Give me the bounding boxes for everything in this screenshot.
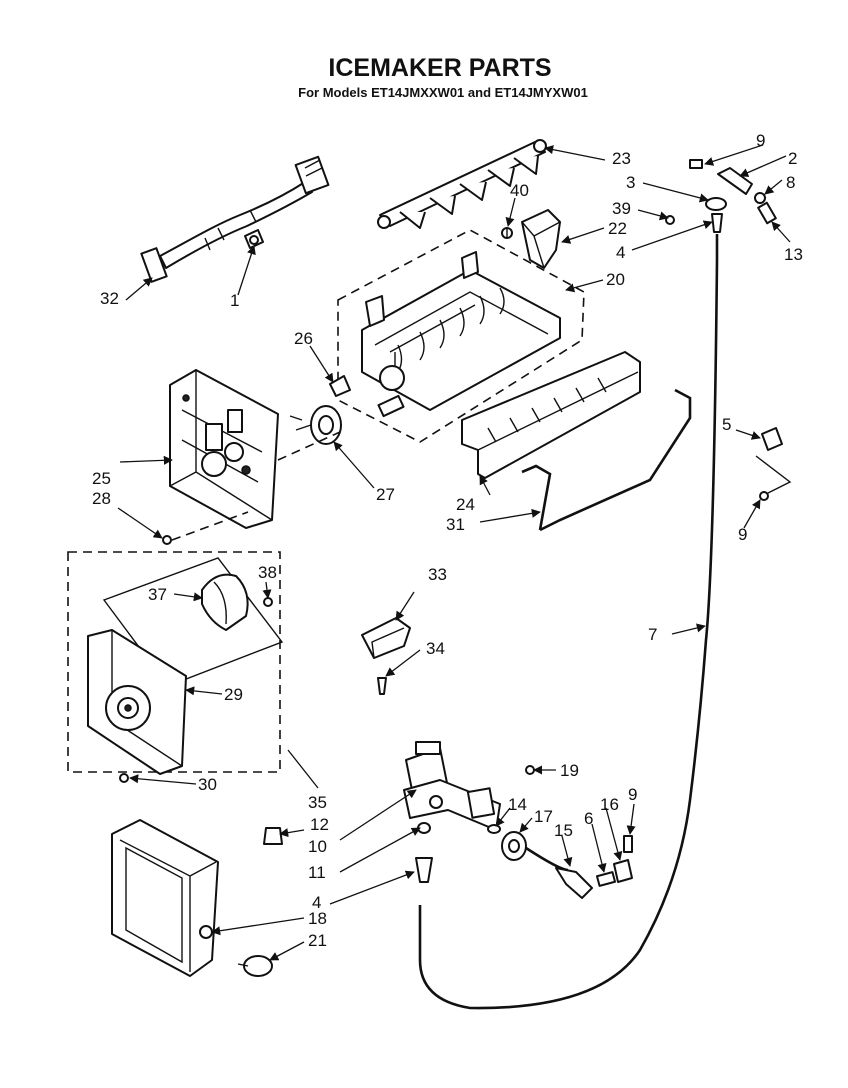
part-30-screw [119, 773, 129, 783]
part-9-screw-bottom [623, 835, 633, 853]
callout-24: 24 [456, 495, 475, 514]
callout-34: 34 [426, 639, 445, 658]
callout-11: 11 [308, 863, 326, 882]
diagram-title: ICEMAKER PARTS [328, 54, 551, 82]
callout-26: 26 [294, 329, 313, 348]
callout-33: 33 [428, 565, 447, 584]
part-3-nut [705, 197, 727, 211]
callout-28: 28 [92, 489, 111, 508]
callout-21: 21 [308, 931, 327, 950]
part-9-screw-mid [759, 491, 769, 501]
part-6-sleeve [595, 871, 617, 887]
callout-31: 31 [446, 515, 465, 534]
callout-35: 35 [308, 793, 327, 812]
callout-16: 16 [600, 795, 619, 814]
callout-9-top: 9 [756, 131, 765, 150]
part-38-screw [263, 597, 273, 607]
callout-8: 8 [786, 173, 795, 192]
callout-5: 5 [722, 415, 731, 434]
callout-4-bottom: 4 [312, 893, 321, 912]
callout-18: 18 [308, 909, 327, 928]
callout-15: 15 [554, 821, 573, 840]
part-31-wire-arm [521, 388, 692, 532]
part-40-screw [501, 227, 513, 239]
part-22-fill-cup [521, 209, 561, 269]
part-4-connector-top [711, 213, 723, 233]
part-5-clamp [755, 427, 792, 495]
callout-30: 30 [198, 775, 217, 794]
connector-dash-25 [277, 431, 341, 461]
part-21-knob [237, 955, 273, 977]
part-14-washer [487, 824, 501, 834]
part-19-screw [525, 765, 535, 775]
callout-6: 6 [584, 809, 593, 828]
part-27-thermostat [289, 405, 342, 445]
callout-4-top: 4 [616, 243, 625, 262]
part-17-nut [501, 831, 527, 861]
callout-9-mid: 9 [738, 525, 747, 544]
callout-27: 27 [376, 485, 395, 504]
callout-23: 23 [612, 149, 631, 168]
callout-22: 22 [608, 219, 627, 238]
part-20-mold [337, 229, 585, 443]
callout-1: 1 [230, 291, 239, 310]
callout-13: 13 [784, 245, 803, 264]
part-8-washer [754, 192, 766, 204]
part-29-mounting-plate [87, 629, 187, 775]
part-34-screw [377, 677, 387, 695]
callout-12: 12 [310, 815, 329, 834]
callout-29: 29 [224, 685, 243, 704]
part-24-cover [461, 351, 641, 479]
part-28-screw [162, 535, 172, 545]
part-15-tube [525, 846, 593, 899]
diagram-subtitle: For Models ET14JMXXW01 and ET14JMYXW01 [298, 85, 588, 100]
part-9-screw-top [689, 159, 703, 169]
callout-3: 3 [626, 173, 635, 192]
part-4-connector-bottom [415, 857, 433, 883]
callout-40: 40 [510, 181, 529, 200]
callout-39: 39 [612, 199, 631, 218]
part-16-clamp [613, 859, 633, 883]
callout-labels: 23 9 2 3 8 39 13 4 40 22 20 32 1 26 27 2… [92, 131, 803, 950]
callout-17: 17 [534, 807, 553, 826]
callout-2: 2 [788, 149, 797, 168]
part-25-housing [169, 369, 279, 529]
callout-10: 10 [308, 837, 327, 856]
part-10-water-valve [403, 741, 501, 831]
callout-19: 19 [560, 761, 579, 780]
part-18-ice-bin [111, 819, 219, 977]
part-7-water-tube [418, 234, 719, 1010]
callout-37: 37 [148, 585, 167, 604]
callout-25: 25 [92, 469, 111, 488]
part-12-nut [263, 827, 283, 845]
callout-32: 32 [100, 289, 119, 308]
part-1-clip [244, 229, 264, 249]
part-26-clip [329, 375, 351, 397]
connector-dash-28 [171, 511, 249, 541]
callout-9-bottom: 9 [628, 785, 637, 804]
callout-20: 20 [606, 270, 625, 289]
callout-7: 7 [648, 625, 657, 644]
part-33-bracket [361, 617, 411, 659]
part-13-screw [757, 201, 777, 225]
part-32-wire-harness [140, 155, 330, 283]
leader-lines [117, 144, 791, 961]
part-2-fitting [717, 167, 753, 195]
part-37-motor [201, 573, 249, 631]
callout-14: 14 [508, 795, 527, 814]
callout-38: 38 [258, 563, 277, 582]
